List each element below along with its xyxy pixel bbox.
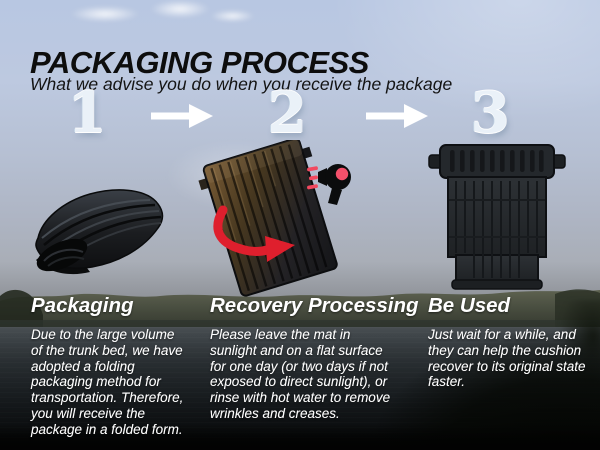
step-arrow-icon xyxy=(151,104,213,128)
step-2-section: Recovery Processing Please leave the mat… xyxy=(210,294,438,422)
step-3-description: Just wait for a while, and they can help… xyxy=(428,327,586,390)
step-1-description: Due to the large volume of the trunk bed… xyxy=(31,327,184,437)
page-subtitle: What we advise you do when you receive t… xyxy=(30,73,453,94)
page-title: PACKAGING PROCESS xyxy=(30,44,369,80)
step-3-section: Be Used Just wait for a while, and they … xyxy=(428,294,598,390)
hairdryer-icon xyxy=(307,164,351,205)
red-unfold-arrow-icon xyxy=(213,205,272,256)
unfolding-mat-image xyxy=(198,140,338,297)
step-1-heading: Packaging xyxy=(31,294,134,317)
folded-mat-image xyxy=(35,189,164,275)
flat-mat-image xyxy=(428,144,566,290)
step-2-number: 2 xyxy=(267,80,307,146)
red-unfold-arrow-head xyxy=(265,236,295,262)
step-arrow-icon xyxy=(366,104,428,128)
step-1-number: 1 xyxy=(67,80,107,146)
step-3-heading: Be Used xyxy=(428,294,511,317)
step-3-number: 3 xyxy=(470,80,510,146)
step-2-heading: Recovery Processing xyxy=(210,294,419,317)
step-1-section: Packaging Due to the large volume of the… xyxy=(31,294,221,437)
step-2-description: Please leave the mat in sunlight and on … xyxy=(210,327,391,421)
